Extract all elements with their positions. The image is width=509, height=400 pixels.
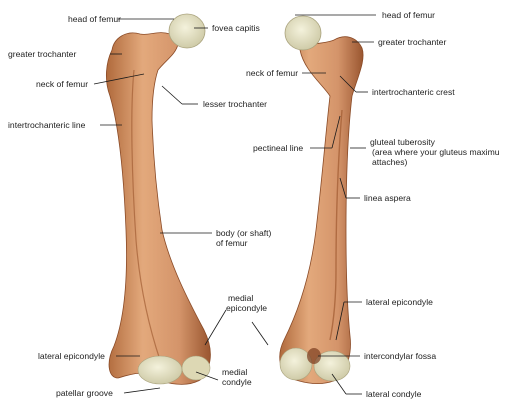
label-linea-aspera: linea aspera	[364, 193, 411, 203]
femur-posterior-medial-condyle	[280, 348, 312, 380]
femur-anterior-view	[106, 14, 210, 384]
femur-anterior-head	[169, 14, 205, 48]
femur-anterior-bone	[106, 33, 210, 385]
label-medial-condyle: medial condyle	[222, 367, 252, 387]
label-patellar-groove: patellar groove	[56, 388, 113, 398]
labels: head of femur fovea capitis greater troc…	[8, 10, 502, 399]
label-fovea-capitis: fovea capitis	[212, 23, 260, 33]
label-intertrochanteric-crest: intertrochanteric crest	[372, 87, 455, 97]
label-medial-epicondyle: medial epicondyle	[226, 293, 267, 313]
label-neck-of-femur-anterior: neck of femur	[36, 79, 88, 89]
femur-posterior-bone	[280, 37, 363, 384]
label-lateral-epicondyle-posterior: lateral epicondyle	[366, 297, 433, 307]
label-head-of-femur-anterior: head of femur	[68, 14, 121, 24]
label-greater-trochanter-anterior: greater trochanter	[8, 49, 76, 59]
label-lateral-epicondyle-anterior: lateral epicondyle	[38, 351, 105, 361]
femur-posterior-head	[285, 16, 321, 50]
femur-anterior-medial-condyle	[182, 356, 210, 380]
femur-anterior-lateral-condyle	[138, 356, 182, 384]
label-head-of-femur-posterior: head of femur	[382, 10, 435, 20]
label-neck-of-femur-posterior: neck of femur	[246, 68, 298, 78]
label-intertrochanteric-line: intertrochanteric line	[8, 120, 86, 130]
label-gluteal-tuberosity: gluteal tuberosity (area where your glut…	[370, 137, 502, 167]
label-body-of-femur: body (or shaft) of femur	[216, 228, 274, 248]
label-intercondylar-fossa: intercondylar fossa	[364, 351, 436, 361]
label-greater-trochanter-posterior: greater trochanter	[378, 37, 446, 47]
label-lateral-condyle: lateral condyle	[366, 389, 422, 399]
label-pectineal-line: pectineal line	[253, 143, 303, 153]
label-lesser-trochanter: lesser trochanter	[203, 99, 267, 109]
